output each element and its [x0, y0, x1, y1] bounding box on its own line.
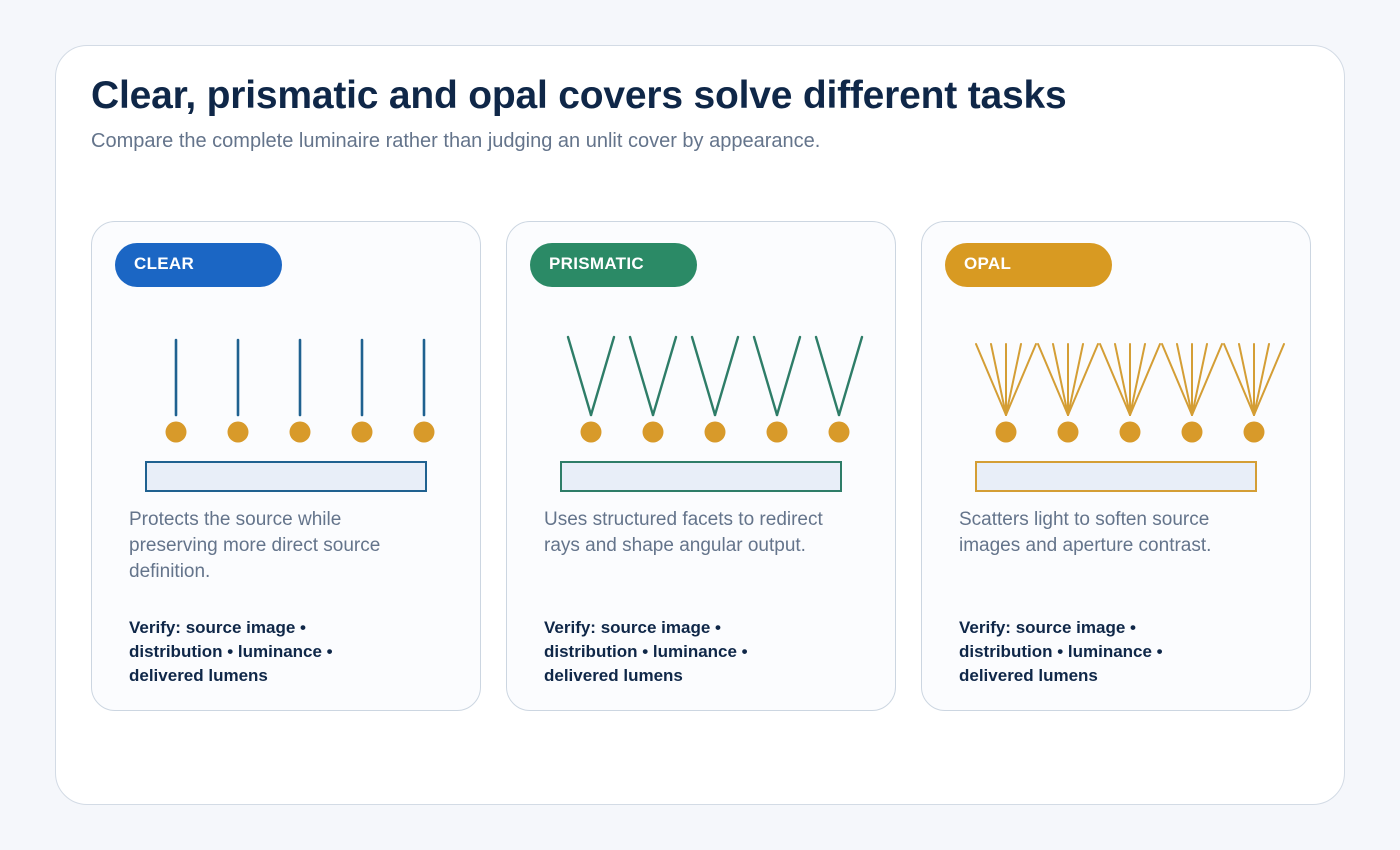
light-source-dot: [165, 421, 187, 443]
card-clear: CLEAR Protects the source while preservi…: [91, 221, 481, 711]
card-verify-prismatic: Verify: source image • distribution • lu…: [544, 618, 748, 685]
label-pill-clear: CLEAR: [115, 243, 282, 287]
light-source-dot: [642, 421, 664, 443]
ray-line: [690, 335, 717, 417]
ray-line: [1223, 343, 1255, 416]
ray-line: [1191, 343, 1223, 416]
ray-line: [1067, 343, 1084, 416]
cover-panel: [975, 461, 1257, 492]
light-source-dot: [766, 421, 788, 443]
ray-line: [628, 335, 655, 417]
cover-panel: [560, 461, 842, 492]
light-source-dot: [704, 421, 726, 443]
ray-line: [1005, 343, 1037, 416]
label-pill-prismatic: PRISMATIC: [530, 243, 697, 287]
main-panel: Clear, prismatic and opal covers solve d…: [55, 45, 1345, 805]
light-source-dot: [580, 421, 602, 443]
ray-line: [566, 335, 593, 417]
light-source-dot: [1057, 421, 1079, 443]
ray-line: [1005, 343, 1022, 416]
cover-panel: [145, 461, 427, 492]
card-opal: OPAL Scatters light to soften source ima…: [921, 221, 1311, 711]
ray-line: [651, 335, 678, 417]
ray-line: [1129, 343, 1146, 416]
card-verify-clear: Verify: source image • distribution • lu…: [129, 618, 333, 685]
ray-line: [1114, 343, 1131, 416]
light-source-dot: [413, 421, 435, 443]
page-subtitle: Compare the complete luminaire rather th…: [91, 130, 821, 152]
ray-line: [1099, 343, 1131, 416]
ray-line: [1253, 343, 1270, 416]
diagram-prismatic: [560, 335, 864, 492]
ray-line: [1191, 343, 1208, 416]
diagram-clear: [145, 338, 435, 492]
card-description-opal: Scatters light to soften source images a…: [959, 509, 1212, 556]
ray-line: [837, 335, 864, 417]
label-pill-opal: OPAL: [945, 243, 1112, 287]
ray-line: [1052, 343, 1069, 416]
card-verify-opal: Verify: source image • distribution • lu…: [959, 618, 1163, 685]
ray-line: [1238, 343, 1255, 416]
card-description-prismatic: Uses structured facets to redirect rays …: [544, 509, 823, 556]
light-source-dot: [1181, 421, 1203, 443]
ray-line: [1176, 343, 1193, 416]
card-description-clear: Protects the source while preserving mor…: [129, 509, 381, 582]
diagram-opal: [975, 343, 1285, 492]
card-prismatic: PRISMATIC Uses structured facets to redi…: [506, 221, 896, 711]
ray-line: [752, 335, 779, 417]
light-source-dot: [1119, 421, 1141, 443]
light-source-dot: [995, 421, 1017, 443]
light-source-dot: [1243, 421, 1265, 443]
ray-line: [975, 343, 1007, 416]
ray-line: [1129, 343, 1161, 416]
ray-line: [990, 343, 1007, 416]
page-title: Clear, prismatic and opal covers solve d…: [91, 74, 1067, 117]
light-source-dot: [351, 421, 373, 443]
light-source-dot: [227, 421, 249, 443]
ray-line: [589, 335, 616, 417]
ray-line: [1161, 343, 1193, 416]
ray-line: [1067, 343, 1099, 416]
ray-line: [814, 335, 841, 417]
ray-line: [713, 335, 740, 417]
light-source-dot: [289, 421, 311, 443]
ray-line: [1253, 343, 1285, 416]
ray-line: [1037, 343, 1069, 416]
light-source-dot: [828, 421, 850, 443]
ray-line: [775, 335, 802, 417]
